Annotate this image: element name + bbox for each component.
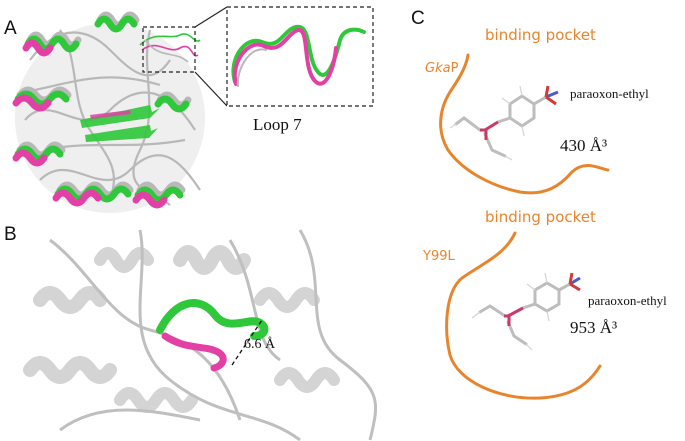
grey-ribbons [23,245,340,413]
variant-bottom-label: Y99L [422,249,455,264]
pocket-top-outline [439,53,610,195]
volume-top-label: 430 Å³ [560,136,607,155]
panel-a-protein-structure [12,11,205,213]
panel-b-protein-structure [22,222,392,441]
inset-loop-grey [236,48,267,87]
loop-magenta [161,332,227,372]
ligand-bottom [471,272,581,351]
panel-a-letter: A [4,18,17,39]
distance-label: 6.6 Å [244,336,276,352]
variant-top-label: GkaP [425,61,459,76]
inset-label: Loop 7 [253,115,302,134]
inset-loop-magenta [232,28,338,86]
loop-highlight-box [142,26,196,73]
connector-line-top [194,6,228,28]
pocket-bottom-label: binding pocket [485,208,596,226]
inset-loop-green [231,24,366,84]
ligand-bottom-label: paraoxon-ethyl [588,293,667,308]
pocket-top-label: binding pocket [485,26,596,44]
helix-bundles [12,11,192,209]
panel-c-letter: C [411,8,425,29]
ligand-top [449,85,559,161]
nitro-bond [545,90,559,99]
loop-green [156,299,269,340]
panel-c: C binding pocket GkaP [411,8,667,400]
ligand-top-label: paraoxon-ethyl [570,86,649,101]
inset-box [226,6,374,107]
distance-line [231,319,263,366]
panel-a: A [4,6,374,213]
pocket-bottom: binding pocket Y99L [422,208,667,400]
pocket-bottom-outline [445,231,602,400]
connector-line-bottom [194,71,228,107]
volume-bottom-label: 953 Å³ [570,318,617,337]
panel-b-letter: B [4,224,17,245]
panel-b: B [4,222,392,441]
loop7-inset [226,6,374,107]
grey-coils-b [49,229,377,441]
pocket-top: binding pocket GkaP [425,26,649,195]
